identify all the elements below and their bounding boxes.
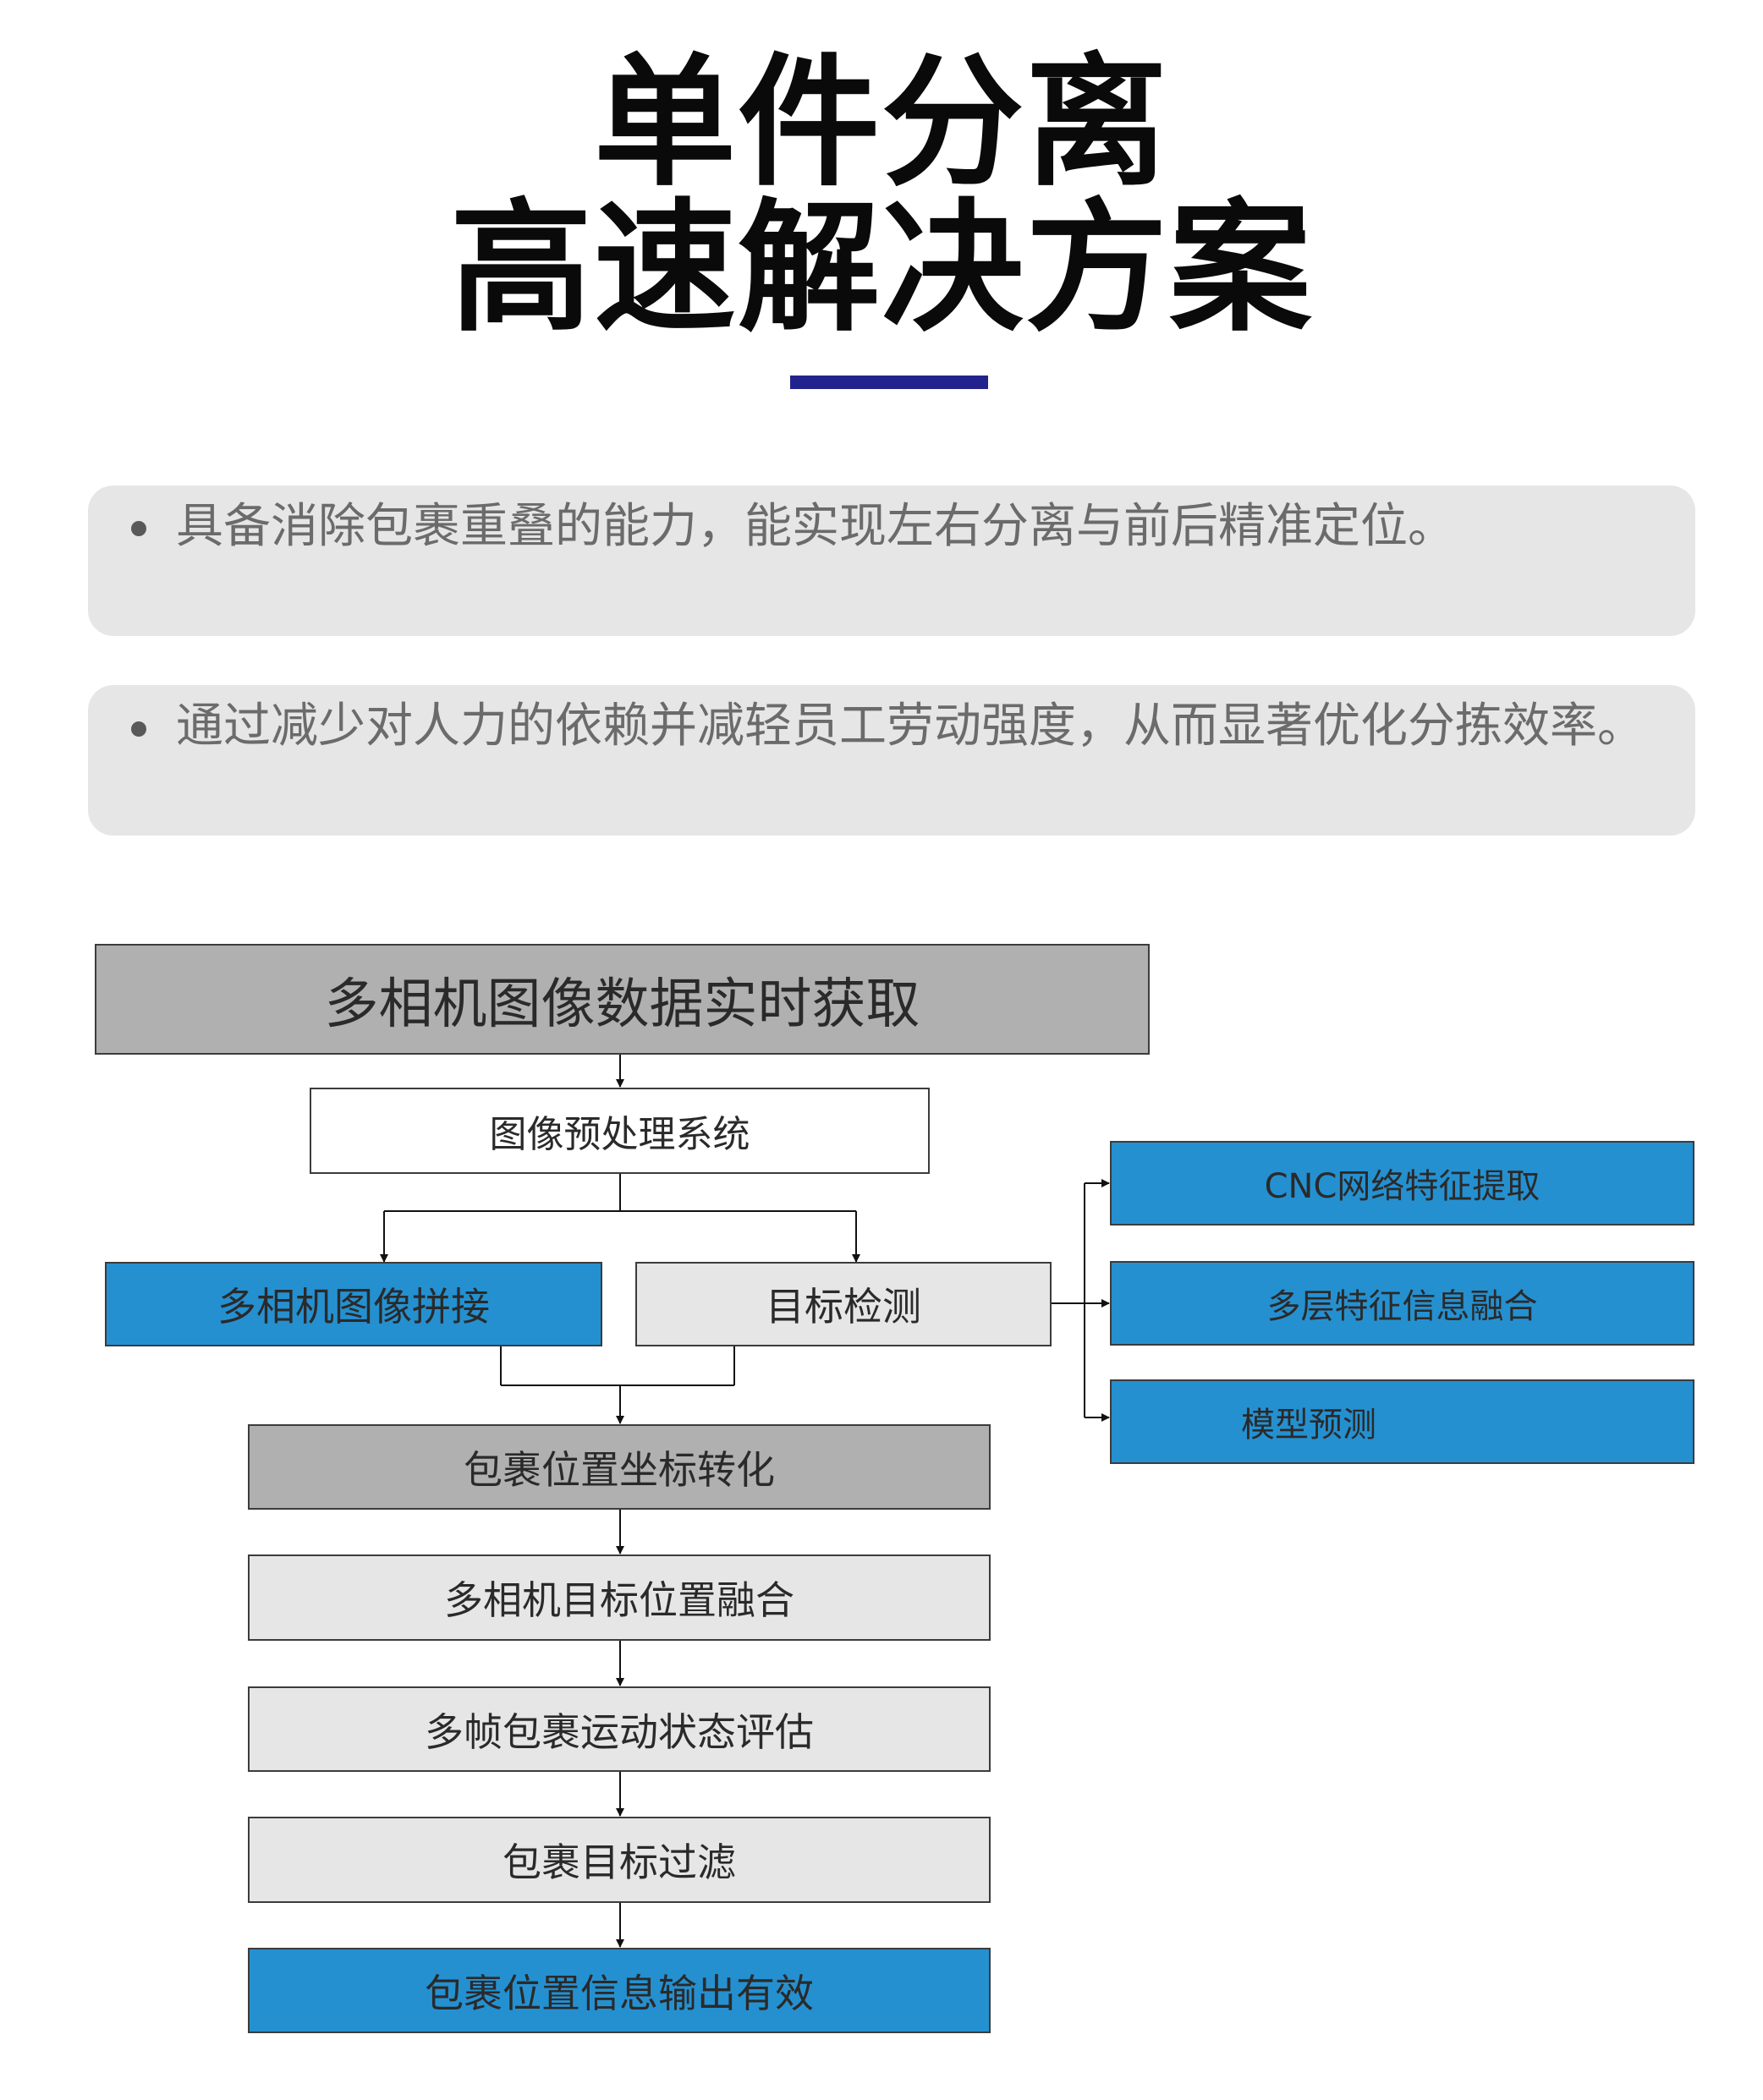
bullet-text-1: 具备消除包裹重叠的能力，能实现左右分离与前后精准定位。 xyxy=(176,499,1455,554)
bullet-dot-2 xyxy=(131,721,146,737)
node-object-detection: 目标检测 xyxy=(635,1262,1052,1346)
bullet-panel-1 xyxy=(88,485,1695,636)
bullet-panel-2 xyxy=(88,685,1695,836)
node-image-stitching: 多相机图像拼接 xyxy=(105,1262,602,1346)
node-cnc-feature-extraction: CNC网络特征提取 xyxy=(1110,1141,1694,1225)
node-coordinate-conversion: 包裹位置坐标转化 xyxy=(248,1424,991,1510)
node-target-filtering: 包裹目标过滤 xyxy=(248,1817,991,1903)
node-multicamera-position-fusion: 多相机目标位置融合 xyxy=(248,1554,991,1641)
title-line-2: 高速解决方案 xyxy=(450,184,1313,351)
node-position-output: 包裹位置信息输出有效 xyxy=(248,1948,991,2033)
node-model-prediction: 模型预测 xyxy=(1110,1379,1694,1464)
bullet-text-2: 通过减少对人力的依赖并减轻员工劳动强度，从而显著优化分拣效率。 xyxy=(176,699,1645,754)
node-motion-state-evaluation: 多帧包裹运动状态评估 xyxy=(248,1686,991,1772)
node-multilayer-feature-fusion: 多层特征信息融合 xyxy=(1110,1261,1694,1346)
title-line-1: 单件分离 xyxy=(594,38,1169,206)
bullet-dot-1 xyxy=(131,521,146,536)
title-underline xyxy=(790,376,988,389)
node-image-acquisition: 多相机图像数据实时获取 xyxy=(95,944,1150,1055)
node-preprocessing: 图像预处理系统 xyxy=(310,1088,930,1174)
